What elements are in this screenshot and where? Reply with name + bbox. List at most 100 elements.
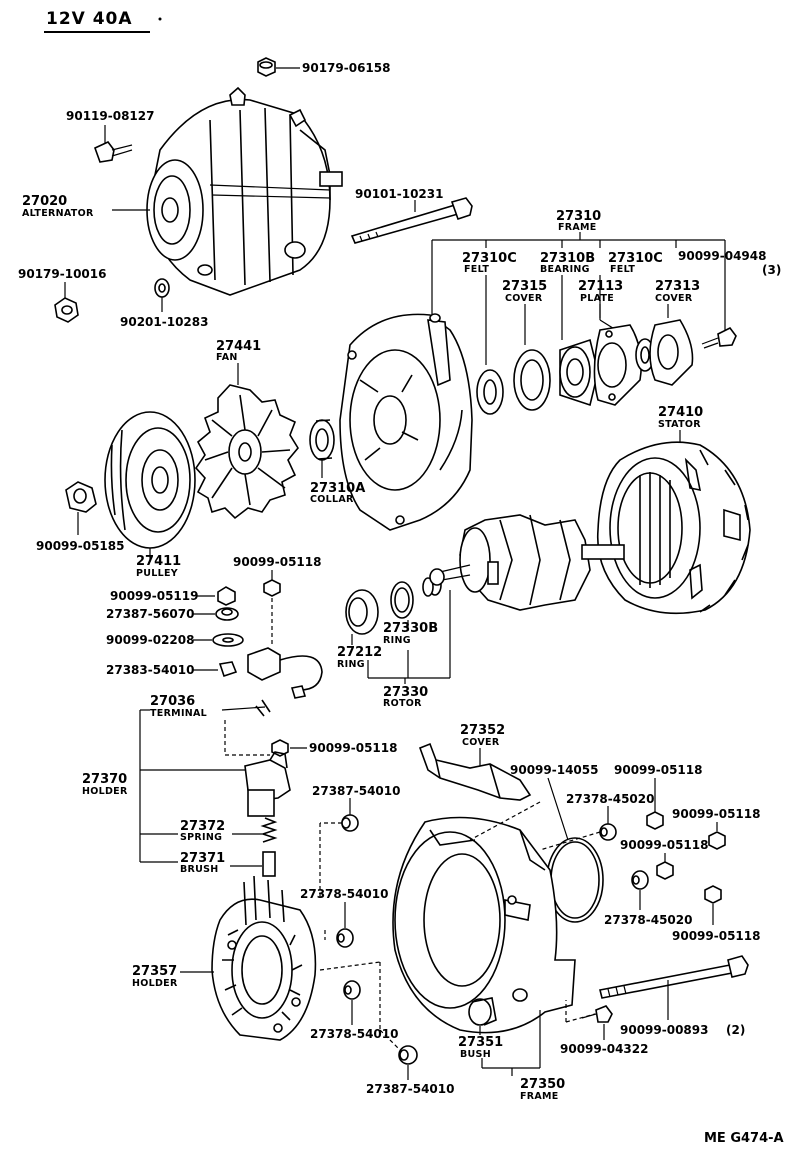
label-27351: 27351 bbox=[458, 1035, 503, 1050]
label-27310-frame: FRAME bbox=[558, 222, 597, 233]
label-90099-00893: 90099-00893 bbox=[620, 1023, 708, 1037]
insulator-27378-54010-b-drawing bbox=[343, 980, 361, 1000]
spring-27372-drawing bbox=[260, 817, 278, 843]
insulator-27378-45020-b-drawing bbox=[631, 870, 649, 890]
brush-27371-drawing bbox=[262, 851, 276, 877]
label-27330b-ring: RING bbox=[383, 635, 411, 646]
label-27371-brush: BRUSH bbox=[180, 864, 219, 875]
label-90099-05118-d: 90099-05118 bbox=[672, 807, 760, 821]
nut-90099-05118-a-drawing bbox=[263, 579, 281, 597]
label-90099-05185: 90099-05185 bbox=[36, 539, 124, 553]
label-27310b-number: 27310B bbox=[540, 251, 595, 266]
nut-90099-05118-c-drawing bbox=[646, 811, 664, 830]
insulator-27378-45020-a-drawing bbox=[599, 823, 617, 841]
label-27113-number: 27113 bbox=[578, 279, 623, 294]
label-27036-terminal: TERMINAL bbox=[150, 708, 207, 719]
nut-90099-05118-f-drawing bbox=[704, 885, 722, 904]
label-27387-56070: 27387-56070 bbox=[106, 607, 194, 621]
stator-27410-drawing bbox=[596, 441, 751, 615]
label-27387-54010-a: 27387-54010 bbox=[312, 784, 400, 798]
label-27310: 27310 bbox=[556, 209, 601, 224]
label-27370-holder: HOLDER bbox=[82, 786, 128, 797]
bolt-90119-08127-drawing bbox=[94, 141, 133, 163]
insulator-27387-54010-b-drawing bbox=[398, 1045, 418, 1065]
label-27383-54010: 27383-54010 bbox=[106, 663, 194, 677]
nut-90099-05119-drawing bbox=[217, 586, 236, 606]
nut-90099-05185-drawing bbox=[65, 481, 97, 513]
label-90099-14055: 90099-14055 bbox=[510, 763, 598, 777]
label-27372: 27372 bbox=[180, 819, 225, 834]
label-27313-cover: COVER bbox=[655, 293, 693, 304]
label-90099-02208: 90099-02208 bbox=[106, 633, 194, 647]
cover-27352-drawing bbox=[418, 742, 532, 801]
nut-90099-05118-e-drawing bbox=[656, 861, 674, 880]
label-90099-05118-a: 90099-05118 bbox=[233, 555, 321, 569]
label-90099-04948: 90099-04948 bbox=[678, 249, 766, 263]
label-27410: 27410 bbox=[658, 405, 703, 420]
nut-90099-05118-d-drawing bbox=[708, 831, 726, 850]
label-27310c-felt2-number: 27310C bbox=[608, 251, 663, 266]
label-27310c-felt2: FELT bbox=[610, 264, 635, 275]
label-90099-05118-e: 90099-05118 bbox=[620, 838, 708, 852]
label-27212-ring: RING bbox=[337, 659, 365, 670]
label-27313-number: 27313 bbox=[655, 279, 700, 294]
insulator-27383-54010-drawing bbox=[218, 661, 238, 678]
insulator-27378-54010-a-drawing bbox=[336, 928, 354, 948]
label-27113-plate: PLATE bbox=[580, 293, 614, 304]
rotor-27330-drawing bbox=[422, 514, 625, 611]
label-90099-05118-f: 90099-05118 bbox=[672, 929, 760, 943]
label-27330b: 27330B bbox=[383, 621, 438, 636]
label-27352-cover: COVER bbox=[462, 737, 500, 748]
label-90101-10231: 90101-10231 bbox=[355, 187, 443, 201]
label-27378-45020-b: 27378-45020 bbox=[604, 913, 692, 927]
alternator-drawing bbox=[146, 86, 343, 296]
label-27378-54010-a: 27378-54010 bbox=[300, 887, 388, 901]
label-27330: 27330 bbox=[383, 685, 428, 700]
screw-90099-04322-drawing bbox=[581, 1005, 613, 1023]
label-27370: 27370 bbox=[82, 772, 127, 787]
label-90099-05119: 90099-05119 bbox=[110, 589, 198, 603]
label-27357: 27357 bbox=[132, 964, 177, 979]
rear-frame-27350-drawing bbox=[392, 816, 576, 1034]
nut-90179-10016-drawing bbox=[54, 297, 79, 323]
pulley-27411-drawing bbox=[104, 411, 196, 549]
label-90179-06158: 90179-06158 bbox=[302, 61, 390, 75]
label-90099-04322: 90099-04322 bbox=[560, 1042, 648, 1056]
label-27387-54010-b: 27387-54010 bbox=[366, 1082, 454, 1096]
label-27310b-bearing: BEARING bbox=[540, 264, 590, 275]
label-90099-05118-c: 90099-05118 bbox=[614, 763, 702, 777]
label-27350: 27350 bbox=[520, 1077, 565, 1092]
label-27378-45020-a: 27378-45020 bbox=[566, 792, 654, 806]
brush-holder-27370-drawing bbox=[244, 751, 291, 817]
label-27411-pulley: PULLEY bbox=[136, 568, 178, 579]
label-90119-08127: 90119-08127 bbox=[66, 109, 154, 123]
label-27411: 27411 bbox=[136, 554, 181, 569]
through-bolt-90101-10231-drawing bbox=[350, 197, 473, 244]
label-27310c-felt-number: 27310C bbox=[462, 251, 517, 266]
label-27036: 27036 bbox=[150, 694, 195, 709]
label-27441-fan: FAN bbox=[216, 352, 238, 363]
through-bolt-90099-00893-drawing bbox=[599, 955, 749, 999]
insulator-27387-54010-a-drawing bbox=[341, 814, 359, 832]
diagram-title: 12V 40A bbox=[46, 9, 133, 29]
label-27310a: 27310A bbox=[310, 481, 365, 496]
label-27372-spring: SPRING bbox=[180, 832, 222, 843]
label-alternator: ALTERNATOR bbox=[22, 208, 94, 219]
label-27310c-felt: FELT bbox=[464, 264, 489, 275]
plate-27113-drawing bbox=[593, 324, 643, 406]
label-27378-54010-b: 27378-54010 bbox=[310, 1027, 398, 1041]
label-27315-cover: COVER bbox=[505, 293, 543, 304]
diagram-code: ME G474-A bbox=[704, 1131, 784, 1146]
rectifier-holder-27357-drawing bbox=[211, 875, 317, 1041]
bearing-27310b-drawing bbox=[559, 338, 599, 407]
drive-end-frame-drawing bbox=[339, 313, 473, 531]
title-dot bbox=[158, 17, 162, 21]
collar-27310a-drawing bbox=[309, 419, 335, 461]
fan-27441-drawing bbox=[194, 384, 299, 520]
label-27330-rotor: ROTOR bbox=[383, 698, 422, 709]
label-27315-number: 27315 bbox=[502, 279, 547, 294]
label-27352: 27352 bbox=[460, 723, 505, 738]
label-90099-04948-qty: (3) bbox=[762, 263, 781, 277]
label-90099-00893-qty: (2) bbox=[726, 1023, 745, 1037]
